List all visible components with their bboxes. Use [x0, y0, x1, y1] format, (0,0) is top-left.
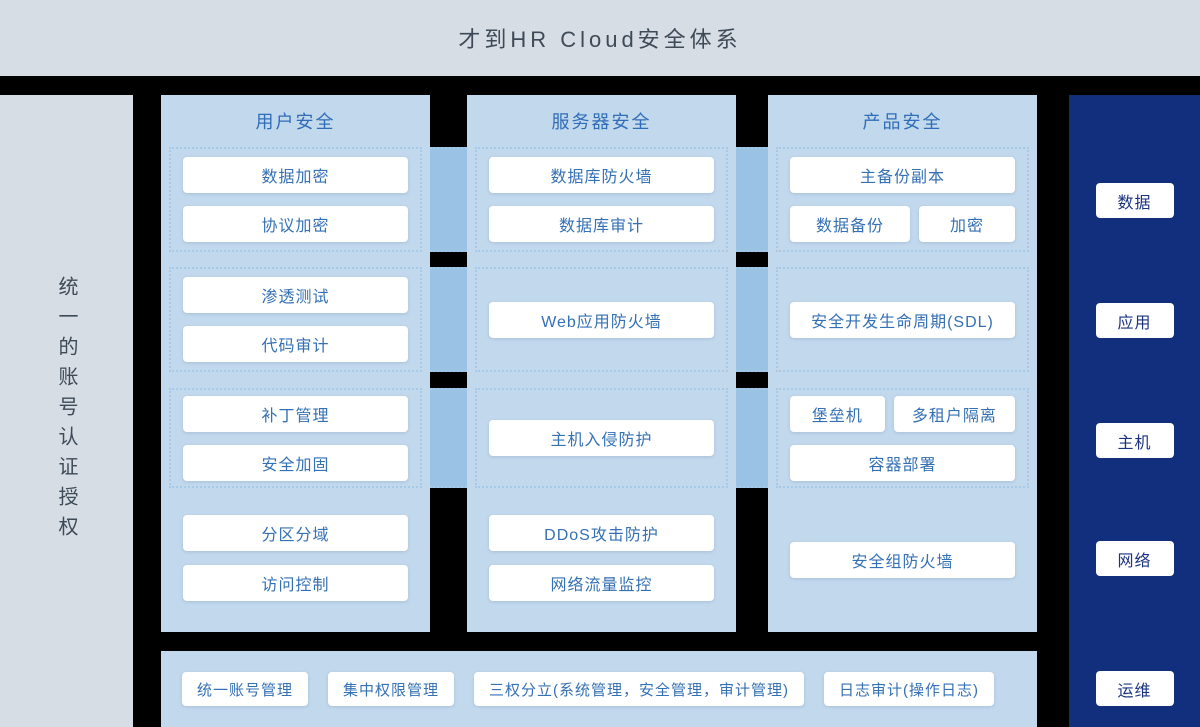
column-title: 产品安全 — [862, 112, 943, 132]
item-box-central-permissions: 集中权限管理 — [328, 672, 455, 706]
unified-auth-label: 统一的账号认证授权 — [55, 276, 77, 546]
split-row: 堡垒机 多租户隔离 — [790, 395, 1015, 432]
group-hardening: 补丁管理 安全加固 — [183, 388, 408, 488]
item-box: 渗透测试 — [183, 277, 408, 313]
column-product-security: 产品安全 主备份副本 数据备份 加密 安全开发生命周期(SDL) 堡垒机 多租户… — [768, 95, 1037, 632]
group-host-intrusion: 主机入侵防护 — [489, 388, 714, 488]
item-box-log-audit: 日志审计(操作日志) — [824, 672, 995, 706]
group-security-group-firewall: 安全组防火墙 — [790, 542, 1015, 578]
column-title: 服务器安全 — [551, 112, 652, 132]
item-box: 协议加密 — [183, 206, 408, 242]
group-database-security: 数据库防火墙 数据库审计 — [489, 147, 714, 252]
item-box: 安全加固 — [183, 444, 408, 481]
group-sdl: 安全开发生命周期(SDL) — [790, 267, 1015, 372]
page-title: 才到HR Cloud安全体系 — [458, 27, 742, 52]
item-box: 容器部署 — [790, 444, 1015, 481]
bridge-row1-gap1 — [430, 147, 467, 252]
bridge-row3-gap2 — [736, 388, 768, 488]
item-box: 数据加密 — [183, 157, 408, 193]
layer-box-data: 数据 — [1095, 183, 1174, 218]
item-box: 代码审计 — [183, 326, 408, 362]
item-box: 堡垒机 — [790, 395, 885, 432]
item-box: 多租户隔离 — [893, 395, 1015, 432]
layer-box-operations: 运维 — [1095, 671, 1174, 706]
bridge-row1-gap2 — [736, 147, 768, 252]
bridge-row2-gap2 — [736, 267, 768, 372]
layer-box-application: 应用 — [1095, 303, 1174, 338]
group-isolation: 堡垒机 多租户隔离 容器部署 — [790, 388, 1015, 488]
item-box: 安全开发生命周期(SDL) — [790, 301, 1015, 338]
layer-box-network: 网络 — [1095, 541, 1174, 576]
column-title: 用户安全 — [255, 112, 336, 132]
item-box: 补丁管理 — [183, 395, 408, 432]
item-box: Web应用防火墙 — [489, 301, 714, 338]
group-testing: 渗透测试 代码审计 — [183, 267, 408, 372]
item-box: DDoS攻击防护 — [489, 515, 714, 551]
item-box: 加密 — [919, 206, 1015, 242]
column-server-security: 服务器安全 数据库防火墙 数据库审计 Web应用防火墙 主机入侵防护 DDoS攻… — [467, 95, 736, 632]
layer-box-host: 主机 — [1095, 423, 1174, 458]
item-box: 主备份副本 — [790, 157, 1015, 193]
item-box: 分区分域 — [183, 515, 408, 551]
header: 才到HR Cloud安全体系 — [0, 0, 1200, 76]
item-box: 数据库防火墙 — [489, 157, 714, 193]
column-user-security: 用户安全 数据加密 协议加密 渗透测试 代码审计 补丁管理 安全加固 分区分域 … — [161, 95, 430, 632]
item-box: 安全组防火墙 — [790, 542, 1015, 578]
bottom-management-bar: 统一账号管理 集中权限管理 三权分立(系统管理，安全管理，审计管理) 日志审计(… — [161, 651, 1037, 727]
group-waf: Web应用防火墙 — [489, 267, 714, 372]
item-box-separation-of-powers: 三权分立(系统管理，安全管理，审计管理) — [474, 672, 805, 706]
item-box: 主机入侵防护 — [489, 420, 714, 456]
item-box: 网络流量监控 — [489, 565, 714, 601]
item-box: 数据备份 — [790, 206, 910, 242]
item-box: 数据库审计 — [489, 206, 714, 242]
item-box: 访问控制 — [183, 565, 408, 601]
group-data-encryption: 数据加密 协议加密 — [183, 147, 408, 252]
group-backup: 主备份副本 数据备份 加密 — [790, 147, 1015, 252]
bridge-row3-gap1 — [430, 388, 467, 488]
split-row: 数据备份 加密 — [790, 206, 1015, 242]
group-network-protection: DDoS攻击防护 网络流量监控 — [489, 515, 714, 601]
bridge-row2-gap1 — [430, 267, 467, 372]
group-network-zoning: 分区分域 访问控制 — [183, 515, 408, 601]
unified-auth-sidebar: 统一的账号认证授权 — [0, 95, 133, 727]
item-box-unified-account: 统一账号管理 — [182, 672, 309, 706]
layer-sidebar: 数据 应用 主机 网络 运维 — [1069, 95, 1200, 727]
